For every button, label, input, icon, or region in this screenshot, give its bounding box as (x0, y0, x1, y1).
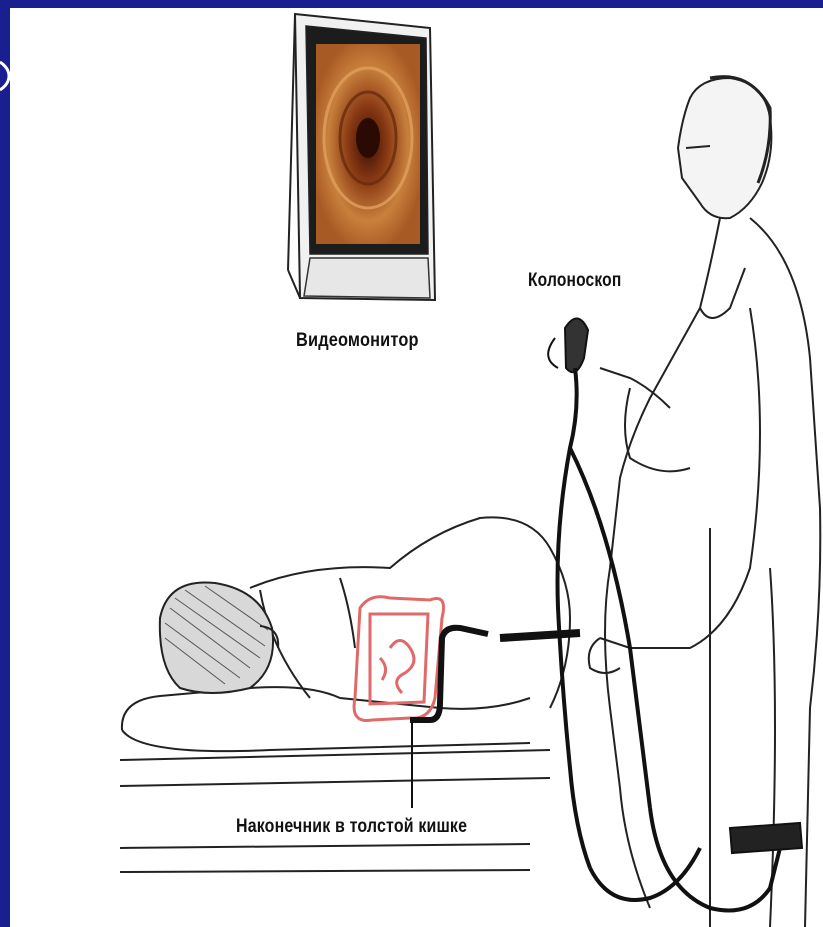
video-monitor-label: Видеомонитор (296, 330, 419, 352)
video-monitor (288, 14, 435, 300)
illustration-panel: Колоноскоп Видеомонитор Наконечник в тол… (10, 8, 823, 927)
slide-edge-decoration (0, 58, 10, 94)
tip-in-colon-label: Наконечник в толстой кишке (236, 816, 467, 838)
examination-table (120, 750, 550, 872)
colonoscope (548, 318, 802, 910)
colon (354, 597, 443, 721)
doctor (589, 77, 821, 927)
colonoscopy-illustration (10, 8, 823, 927)
colonoscope-label: Колоноскоп (528, 270, 621, 292)
